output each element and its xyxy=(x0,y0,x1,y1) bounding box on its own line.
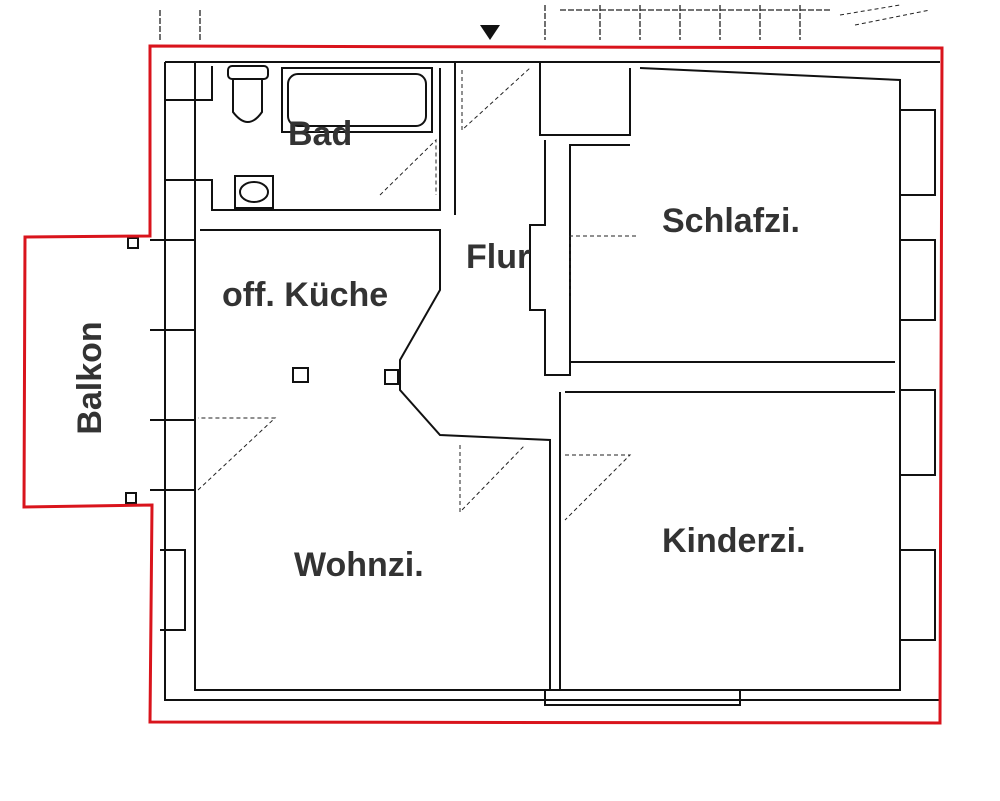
walls xyxy=(150,5,940,706)
toilet-tank xyxy=(227,65,269,80)
room-label-bad: Bad xyxy=(288,115,353,153)
room-label-wohnzimmer: Wohnzi. xyxy=(294,546,424,584)
room-label-kueche: off. Küche xyxy=(222,276,389,314)
door-swings xyxy=(197,4,931,521)
toilet-bowl xyxy=(232,80,263,123)
sink xyxy=(234,175,274,209)
bathroom-fixtures xyxy=(125,25,500,504)
room-label-flur: Flur xyxy=(466,238,531,276)
bathtub xyxy=(281,67,433,133)
chimney xyxy=(292,367,309,383)
room-label-schlafzimmer: Schlafzi. xyxy=(662,202,800,240)
apartment-outline xyxy=(22,44,944,725)
room-label-kinderzimmer: Kinderzi. xyxy=(662,522,806,560)
room-label-balkon: Balkon xyxy=(71,321,109,435)
entrance-marker xyxy=(480,25,500,40)
